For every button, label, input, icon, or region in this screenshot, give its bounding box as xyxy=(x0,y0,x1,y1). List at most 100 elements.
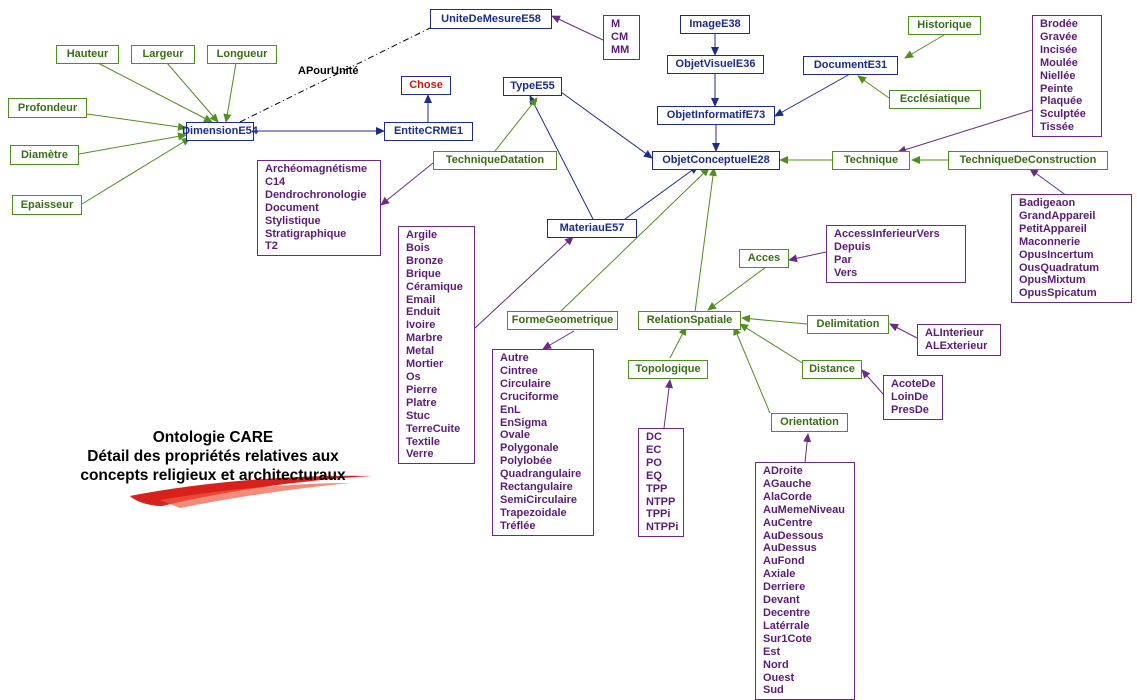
subclass-distance[interactable]: Distance xyxy=(802,360,862,379)
edge-distance-relation xyxy=(739,323,805,365)
list-item: LoinDe xyxy=(891,390,929,403)
diagram-caption: Ontologie CARE Détail des propriétés rel… xyxy=(58,428,368,485)
list-item: AuFond xyxy=(763,555,805,568)
edge-mesures-unite xyxy=(551,15,604,41)
list-item: Decentre xyxy=(763,606,811,619)
list-item: Derriere xyxy=(763,581,806,594)
list-item: Depuis xyxy=(834,240,871,253)
list-item: Tissée xyxy=(1040,121,1075,134)
edge-relation-conceptuel xyxy=(694,167,717,313)
class-materiau[interactable]: MateriauE57 xyxy=(547,219,637,238)
class-unitedemesure[interactable]: UniteDeMesureE58 xyxy=(430,9,552,29)
list-item: AlaCorde xyxy=(763,490,812,503)
subclass-acces[interactable]: Acces xyxy=(739,249,789,268)
list-item: Badigeaon xyxy=(1019,197,1076,209)
edge-datation-list xyxy=(380,162,434,206)
list-item: Stratigraphique xyxy=(265,227,347,240)
list-item: OusQuadratum xyxy=(1019,261,1100,274)
list-item: Textile xyxy=(406,435,441,448)
list-item: Dendrochronologie xyxy=(265,188,367,201)
class-typee55[interactable]: TypeE55 xyxy=(503,77,562,96)
list-item: EnL xyxy=(500,403,521,416)
list-item: DC xyxy=(646,431,662,443)
list-item: Stylistique xyxy=(265,214,321,227)
list-item: Quadrangulaire xyxy=(500,468,582,481)
class-objetvisuel[interactable]: ObjetVisuelE36 xyxy=(667,55,764,74)
class-dimension[interactable]: DimensionE54 xyxy=(182,122,258,141)
class-chose[interactable]: Chose xyxy=(401,76,451,95)
subclass-orientation[interactable]: Orientation xyxy=(771,413,848,432)
edge-profondeur xyxy=(86,113,187,131)
list-item: Polygonale xyxy=(500,442,559,455)
list-item: PetitAppareil xyxy=(1019,222,1087,235)
list-item: TPPi xyxy=(646,508,671,521)
list-item: Stuc xyxy=(406,409,430,422)
subclass-technique[interactable]: Technique xyxy=(832,151,910,170)
list-item: Autre xyxy=(500,352,529,364)
edge-techdatation xyxy=(494,97,538,152)
class-objetinformatif[interactable]: ObjetInformatifE73 xyxy=(657,106,775,125)
list-item: Brique xyxy=(406,267,441,280)
edge-historique xyxy=(904,34,945,59)
list-item: Archéomagnétisme xyxy=(265,163,368,175)
subclass-ecclesiastique[interactable]: Ecclésiatique xyxy=(889,90,981,109)
list-item: AuDessous xyxy=(763,529,824,542)
list-item: Ovale xyxy=(500,429,530,442)
edge-forme-list xyxy=(542,330,575,350)
list-item: Devant xyxy=(763,594,800,607)
list-item: OpusSpicatum xyxy=(1019,287,1097,300)
subclass-delimitation[interactable]: Delimitation xyxy=(807,315,889,334)
subclass-longueur[interactable]: Longueur xyxy=(207,45,277,64)
list-item: Trapezoidale xyxy=(500,506,567,519)
list-item: Vers xyxy=(834,266,858,279)
edge-longueur xyxy=(223,62,237,123)
subclass-diametre[interactable]: Diamètre xyxy=(10,145,79,165)
list-item: Bronze xyxy=(406,254,444,267)
subclass-hauteur[interactable]: Hauteur xyxy=(56,45,119,64)
list-item: C14 xyxy=(265,175,286,188)
list-item: Cruciforme xyxy=(500,390,559,403)
subclass-largeur[interactable]: Largeur xyxy=(131,45,195,64)
class-document[interactable]: DocumentE31 xyxy=(803,56,898,75)
list-item: MM xyxy=(611,43,630,56)
edge-orientation-list xyxy=(803,433,812,463)
subclass-topologique[interactable]: Topologique xyxy=(628,360,708,379)
edge-hauteur xyxy=(97,62,213,123)
subclass-techniquedatation[interactable]: TechniqueDatation xyxy=(433,151,557,170)
list-item: OpusMixtum xyxy=(1019,274,1086,287)
edge-forme-conceptuel xyxy=(559,167,710,313)
subclass-historique[interactable]: Historique xyxy=(908,16,981,35)
subclass-formegeometrique[interactable]: FormeGeometrique xyxy=(507,311,618,330)
list-item: AuDessus xyxy=(763,542,817,555)
list-item: TPP xyxy=(646,482,668,495)
list-item: Peinte xyxy=(1040,82,1074,95)
edge-typee55-conceptuel xyxy=(560,91,653,159)
subclass-epaisseur[interactable]: Epaisseur xyxy=(12,195,82,215)
list-item: Plaquée xyxy=(1040,95,1083,108)
list-item: Gravée xyxy=(1040,30,1078,43)
list-item: OpusIncertum xyxy=(1019,248,1094,261)
edge-epaisseur xyxy=(81,137,191,205)
edge-topologique-relation xyxy=(669,326,687,359)
class-image[interactable]: ImageE38 xyxy=(680,15,750,34)
list-item: Bois xyxy=(406,241,430,254)
subclass-profondeur[interactable]: Profondeur xyxy=(8,98,87,118)
list-item: Sur1Cote xyxy=(763,632,812,645)
list-item: ALExterieur xyxy=(925,339,988,352)
subclass-relationspatiale[interactable]: RelationSpatiale xyxy=(638,311,741,330)
list-item: Cintree xyxy=(500,364,538,377)
list-item: Céramique xyxy=(406,280,463,293)
list-item: Brodée xyxy=(1040,18,1078,30)
subclass-techniquedeconstruction[interactable]: TechniqueDeConstruction xyxy=(948,151,1108,170)
caption-line-3: concepts religieux et architecturaux xyxy=(80,467,346,484)
edge-ecclesiastique xyxy=(857,75,890,99)
class-objetconceptuel[interactable]: ObjetConceptuelE28 xyxy=(652,151,780,170)
list-item: Niellée xyxy=(1040,69,1076,82)
class-entite[interactable]: EntiteCRME1 xyxy=(384,122,473,141)
